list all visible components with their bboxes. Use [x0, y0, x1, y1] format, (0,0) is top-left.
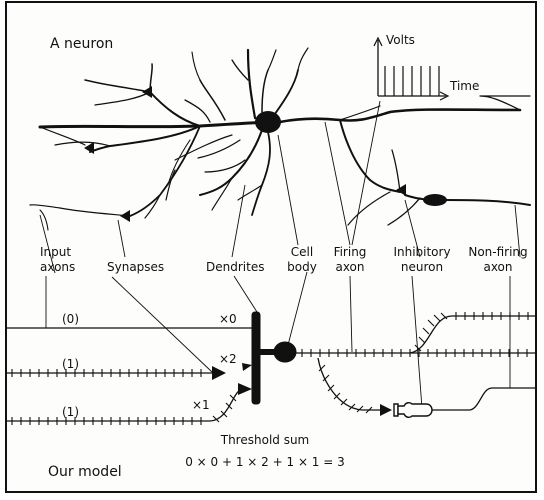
- wire-tick: [225, 402, 233, 410]
- non-firing-axon-wire: [432, 387, 536, 411]
- wire-tick: [327, 384, 335, 392]
- wire-tick: [348, 403, 356, 411]
- wire-tick: [433, 314, 441, 322]
- wire-tick: [422, 327, 430, 335]
- model-cell-body: [251, 311, 297, 405]
- wire-tick: [418, 336, 426, 344]
- wire-tick: [356, 405, 364, 413]
- input-wire-2: [6, 389, 241, 422]
- wire-tick: [229, 394, 237, 402]
- time-axis-label: Time: [450, 79, 480, 93]
- neuron-title: A neuron: [50, 36, 114, 52]
- wire-tick: [333, 392, 341, 400]
- synapses-label: Synapses: [107, 260, 165, 274]
- weight-2: ×1: [192, 398, 210, 412]
- wire-tick: [414, 344, 422, 352]
- voltage-spikes: [384, 66, 440, 96]
- non-firing-axon-label: Non-firing axon: [468, 245, 528, 274]
- input-signal-1: (1): [62, 357, 79, 371]
- weight-0: ×0: [219, 312, 237, 326]
- upper-branch-wire: [409, 315, 536, 354]
- model-wires: [6, 315, 536, 422]
- input-signal-0: (0): [62, 312, 79, 326]
- weight-1: ×2: [219, 352, 237, 366]
- cell-body-label: Cell body: [287, 245, 317, 274]
- model-title: Our model: [48, 464, 122, 480]
- wire-tick: [427, 319, 435, 327]
- threshold-sum-equation: 0 × 0 + 1 × 2 + 1 × 1 = 3: [185, 455, 345, 469]
- wire-ticks: [11, 312, 529, 425]
- label-leader-lines: [39, 100, 521, 409]
- inhibitory-branch-wire: [317, 357, 382, 411]
- model-inhibitory-neuron: [393, 401, 433, 419]
- neuron-illustration: [29, 47, 531, 231]
- oscilloscope-plot: [373, 36, 450, 101]
- neuron-filled-parts: [84, 86, 447, 222]
- wire-tick: [340, 398, 348, 406]
- input-signal-2: (1): [62, 405, 79, 419]
- wire-tick: [318, 364, 326, 372]
- threshold-sum-title: Threshold sum: [220, 433, 310, 447]
- input-axons-label: Input axons: [40, 245, 76, 274]
- figure-frame: [5, 1, 537, 493]
- inhibitory-neuron-label: Inhibitory neuron: [393, 245, 451, 274]
- wire-tick: [322, 374, 330, 382]
- wire-tick: [440, 312, 448, 320]
- dendrites-label: Dendrites: [206, 260, 265, 274]
- volts-axis-label: Volts: [386, 33, 415, 47]
- firing-axon-label: Firing axon: [333, 245, 367, 274]
- model-synapses: [212, 363, 392, 416]
- wire-tick: [212, 415, 220, 423]
- wire-tick: [365, 406, 373, 414]
- wire-tick: [220, 410, 228, 418]
